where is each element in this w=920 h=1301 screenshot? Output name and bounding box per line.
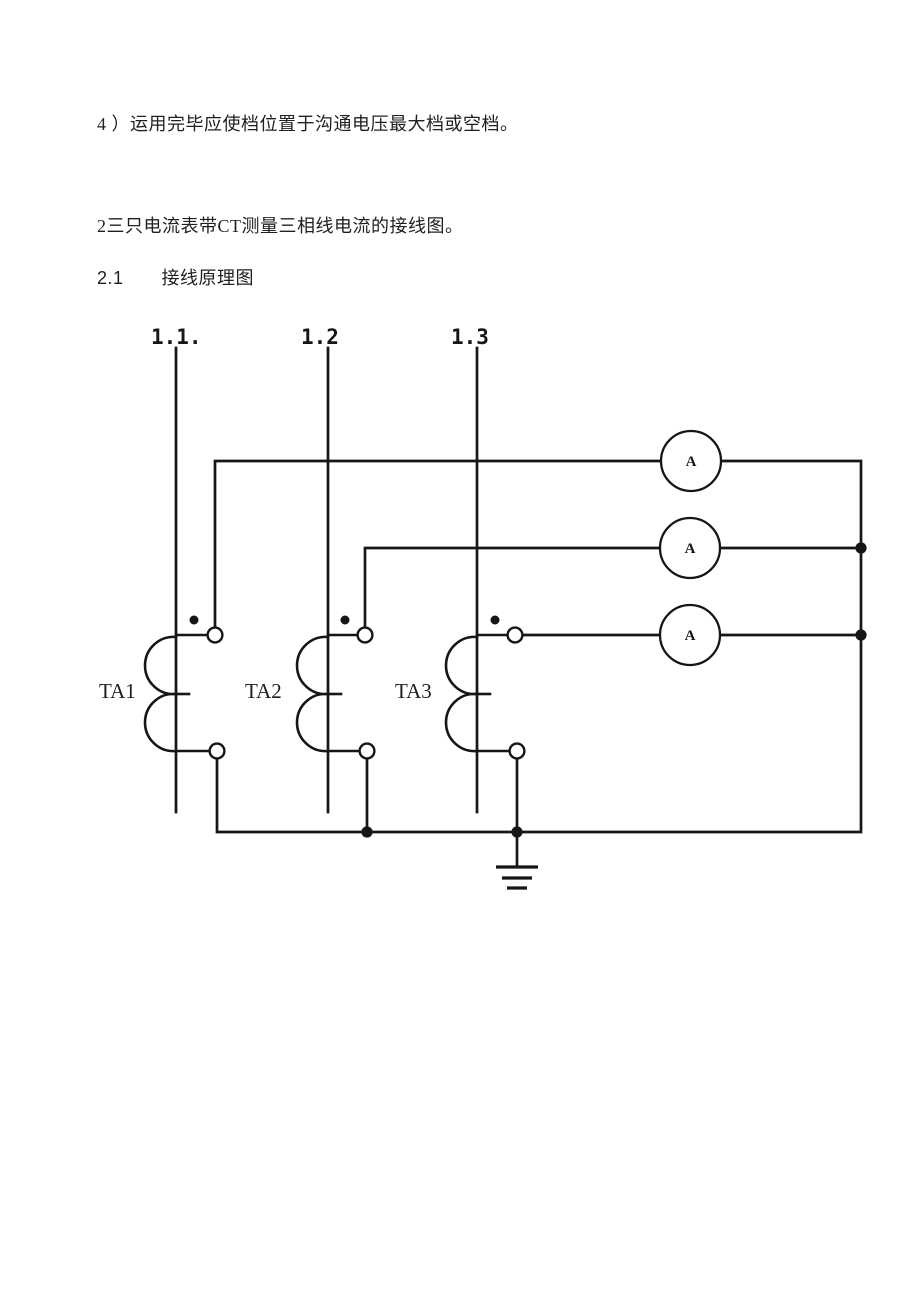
current-transformers — [143, 633, 519, 753]
ammeters: A A A — [658, 429, 723, 667]
paragraph-section2: 2三只电流表带CT测量三相线电流的接线图。 — [97, 216, 464, 236]
phase-label-1: 1.1. — [151, 325, 202, 349]
terminal-ta1-s1 — [206, 626, 224, 644]
ammeter-1-label: A — [686, 454, 697, 470]
ammeter-3: A — [658, 603, 722, 667]
wire-secondary-loop-1 — [213, 459, 863, 834]
paragraph-item4: 4 ）运用完毕应使档位置于沟通电压最大档或空档。 — [97, 114, 519, 134]
ammeter-2-circle — [658, 516, 722, 580]
ct-label-ta3: TA3 — [395, 679, 432, 703]
ct-ta2 — [295, 633, 369, 753]
terminal-ta3-s2 — [508, 742, 526, 760]
ct-ta3 — [444, 633, 519, 753]
phase-label-3: 1.3 — [451, 325, 489, 349]
phase-label-2: 1.2 — [301, 325, 339, 349]
ta1-winding-arc — [143, 635, 178, 753]
polarity-dot-ta2 — [340, 615, 350, 625]
ammeter-3-circle — [658, 603, 722, 667]
ammeter-2: A — [658, 516, 722, 580]
polarity-dot-ta3 — [490, 615, 500, 625]
heading-section-2-1: 2.1 接线原理图 — [97, 265, 254, 291]
terminal-ta1-s2 — [208, 742, 226, 760]
ct-label-ta2: TA2 — [245, 679, 282, 703]
junction-dot-bottom-ta2 — [361, 826, 373, 838]
section-title: 接线原理图 — [161, 268, 255, 288]
ammeter-1: A — [659, 429, 723, 493]
ammeter-3-label: A — [685, 628, 696, 644]
diagram-labels: 1.1. 1.2 1.3 TA1 TA2 TA3 — [99, 325, 489, 703]
junction-dot-bus-2 — [855, 542, 867, 554]
terminal-ta2-s2 — [358, 742, 376, 760]
ta2-winding-arc — [295, 635, 330, 753]
terminal-ta3-s1 — [506, 626, 524, 644]
wire-secondary-loop-2 — [363, 546, 863, 637]
ammeter-2-label: A — [685, 541, 696, 557]
terminal-ta2-s1 — [356, 626, 374, 644]
junction-dots — [189, 542, 867, 838]
ct-label-ta1: TA1 — [99, 679, 136, 703]
polarity-dot-ta1 — [189, 615, 199, 625]
ammeter-1-circle — [659, 429, 723, 493]
ta3-winding-arc — [444, 635, 479, 753]
ct-ta1 — [143, 633, 219, 753]
section-number: 2.1 — [97, 268, 124, 288]
junction-dot-bus-3 — [855, 629, 867, 641]
junction-dot-bottom-ta3 — [511, 826, 523, 838]
ground-icon — [496, 832, 538, 890]
terminals — [206, 626, 526, 760]
